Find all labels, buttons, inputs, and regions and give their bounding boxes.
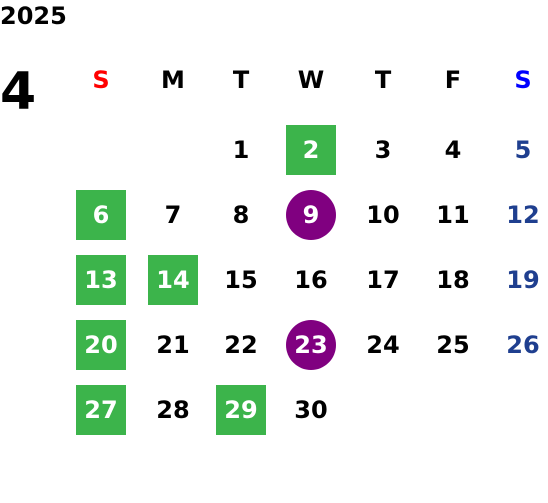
- weekday-label-4: T: [374, 66, 392, 94]
- calendar-day-19[interactable]: 19: [506, 266, 540, 294]
- calendar-day-22[interactable]: 22: [224, 331, 258, 359]
- calendar-day-5[interactable]: 5: [514, 136, 532, 164]
- calendar-day-11[interactable]: 11: [436, 201, 470, 229]
- weekday-label-3: W: [297, 66, 325, 94]
- calendar-day-20[interactable]: 20: [76, 320, 126, 370]
- calendar-day-21[interactable]: 21: [156, 331, 190, 359]
- calendar-day-24[interactable]: 24: [366, 331, 400, 359]
- calendar-day-26[interactable]: 26: [506, 331, 540, 359]
- weekday-label-1: M: [161, 66, 185, 94]
- calendar-day-7[interactable]: 7: [164, 201, 182, 229]
- calendar-day-4[interactable]: 4: [444, 136, 462, 164]
- calendar-day-25[interactable]: 25: [436, 331, 470, 359]
- calendar-day-12[interactable]: 12: [506, 201, 540, 229]
- calendar-day-8[interactable]: 8: [232, 201, 250, 229]
- calendar-day-1[interactable]: 1: [232, 136, 250, 164]
- calendar-year: 2025: [0, 2, 67, 30]
- calendar-day-18[interactable]: 18: [436, 266, 470, 294]
- calendar-day-9[interactable]: 9: [286, 190, 336, 240]
- calendar-day-15[interactable]: 15: [224, 266, 258, 294]
- calendar-day-23[interactable]: 23: [286, 320, 336, 370]
- calendar-day-29[interactable]: 29: [216, 385, 266, 435]
- calendar-day-10[interactable]: 10: [366, 201, 400, 229]
- calendar-day-13[interactable]: 13: [76, 255, 126, 305]
- calendar-day-6[interactable]: 6: [76, 190, 126, 240]
- calendar-day-3[interactable]: 3: [374, 136, 392, 164]
- weekday-label-6: S: [514, 66, 532, 94]
- calendar-day-2[interactable]: 2: [286, 125, 336, 175]
- calendar-day-28[interactable]: 28: [156, 396, 190, 424]
- calendar-day-17[interactable]: 17: [366, 266, 400, 294]
- calendar-day-14[interactable]: 14: [148, 255, 198, 305]
- calendar-day-27[interactable]: 27: [76, 385, 126, 435]
- calendar-day-30[interactable]: 30: [294, 396, 328, 424]
- calendar-day-16[interactable]: 16: [294, 266, 328, 294]
- weekday-label-5: F: [444, 66, 462, 94]
- weekday-label-2: T: [232, 66, 250, 94]
- calendar-month: 4: [0, 62, 37, 122]
- weekday-label-0: S: [92, 66, 110, 94]
